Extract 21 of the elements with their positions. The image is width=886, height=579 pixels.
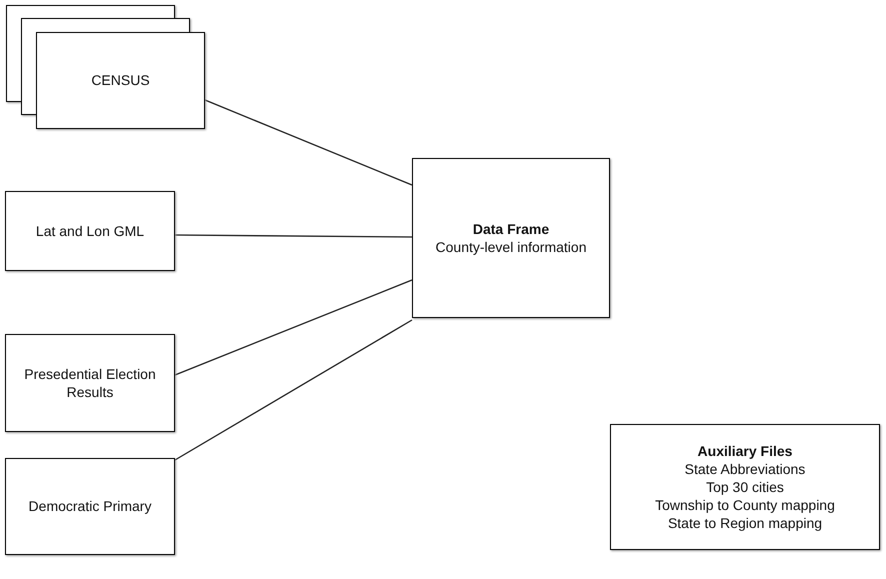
process-box [5, 458, 175, 555]
connector-line [174, 279, 412, 376]
box-text: CENSUS [90, 71, 151, 90]
process-box [5, 334, 175, 432]
process-box [5, 191, 175, 271]
connector-line [174, 319, 412, 461]
box-text: State to Region mapping [668, 514, 822, 532]
connector-line [204, 99, 412, 186]
box-text: County-level information [436, 238, 586, 256]
connector-line [175, 234, 412, 238]
box-text: Lat and Lon GML [34, 222, 146, 240]
box-text: State Abbreviations [684, 460, 806, 478]
box-heading: Auxiliary Files [698, 442, 792, 460]
box-heading: Data Frame [472, 220, 550, 238]
box-text: Presedential Election Results [23, 364, 157, 402]
box-text: Democratic Primary [28, 497, 152, 516]
process-box [610, 424, 880, 550]
process-box [412, 158, 610, 318]
document-box [36, 32, 205, 129]
box-text: Township to County mapping [655, 496, 835, 514]
box-text: Top 30 cities [706, 478, 784, 496]
